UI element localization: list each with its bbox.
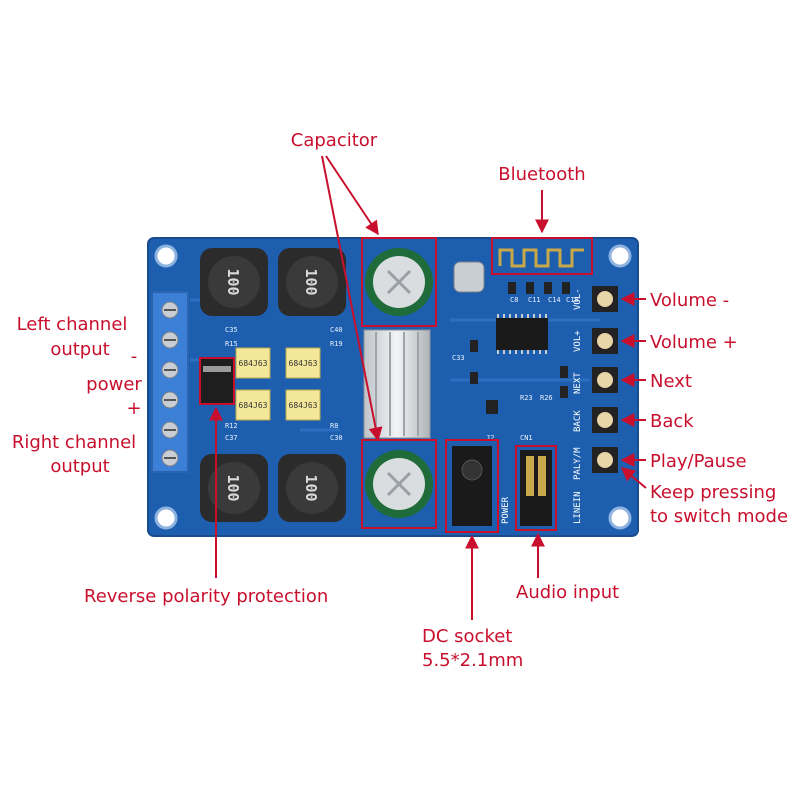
inductor-value: 100 (224, 268, 242, 295)
electrolytic-capacitor-top (361, 237, 437, 327)
ref-designator: C30 (330, 434, 343, 442)
terminal-block (151, 291, 189, 473)
electrolytic-capacitor-bottom (361, 439, 437, 529)
ref-designator: C35 (225, 326, 238, 334)
amplifier-chip (496, 314, 548, 354)
dc-socket (445, 439, 499, 533)
label-right-channel: Right channel (12, 432, 136, 453)
inductor-value: 100 (224, 474, 242, 501)
film-capacitor-value: 684J63 (239, 401, 268, 410)
ref-designator: R19 (330, 340, 343, 348)
label-reverse-polarity: Reverse polarity protection (84, 586, 328, 607)
silk-play: PALY/M (573, 447, 583, 480)
label-play-pause: Play/Pause (650, 451, 747, 472)
mounting-hole (154, 244, 178, 268)
film-capacitor-value: 684J63 (289, 401, 318, 410)
silkscreen-labels: VOL- VOL+ NEXT BACK PALY/M LINEIN POWER (501, 288, 583, 524)
inductor-top-left: 100 (200, 248, 268, 316)
label-left-channel: Left channel (17, 314, 128, 335)
inductor-bottom-left: 100 (200, 454, 268, 522)
label-power-plus: + (126, 398, 141, 419)
mounting-hole (154, 506, 178, 530)
ref-designator: C40 (330, 326, 343, 334)
ref-designator: R12 (225, 422, 238, 430)
label-capacitor: Capacitor (291, 130, 378, 151)
ref-designator: R15 (225, 340, 238, 348)
label-power: power (86, 374, 142, 395)
ref-designator: J2 (486, 434, 494, 442)
label-volume-plus: Volume + (650, 332, 738, 353)
inductor-top-right: 100 (278, 248, 346, 316)
silk-next: NEXT (573, 372, 583, 394)
ref-designator: C14 (548, 296, 561, 304)
label-volume-minus: Volume - (650, 290, 729, 311)
ref-designator: C8 (510, 296, 518, 304)
label-left-channel-output: output (50, 339, 109, 360)
inductor-bottom-right: 100 (278, 454, 346, 522)
crystal-oscillator (453, 261, 485, 293)
label-next: Next (650, 371, 692, 392)
silkscreen-references: C35 C40 R15 R19 R12 R8 C37 C30 C33 C8 C1… (225, 296, 579, 442)
ref-designator: C37 (225, 434, 238, 442)
ref-designator: C11 (528, 296, 541, 304)
ref-designator: R26 (540, 394, 553, 402)
ref-designator: CN1 (520, 434, 533, 442)
silk-linein: LINEIN (573, 491, 583, 524)
inductor-value: 100 (302, 474, 320, 501)
film-capacitors: 684J63 684J63 684J63 684J63 (235, 347, 321, 421)
label-back: Back (650, 411, 694, 432)
ref-designator: R8 (330, 422, 338, 430)
arrow-capacitor-top (325, 155, 379, 236)
mounting-hole (608, 244, 632, 268)
silk-vol-minus: VOL- (573, 288, 583, 310)
button-play-pause[interactable] (592, 447, 618, 473)
label-keep-pressing: Keep pressing (650, 482, 776, 503)
label-power-minus: - (131, 346, 138, 367)
label-dc-socket-size: 5.5*2.1mm (422, 650, 523, 671)
reverse-polarity-diode (199, 357, 235, 405)
button-volume-plus[interactable] (592, 328, 618, 354)
mounting-hole (608, 506, 632, 530)
annotation-arrows (209, 155, 647, 620)
silk-power: POWER (501, 496, 511, 524)
smd-components (470, 282, 570, 414)
audio-jack (515, 445, 557, 531)
label-dc-socket: DC socket (422, 626, 512, 647)
label-bluetooth: Bluetooth (498, 164, 585, 185)
silk-vol-plus: VOL+ (573, 330, 583, 352)
label-right-channel-output: output (50, 456, 109, 477)
ref-designator: R23 (520, 394, 533, 402)
button-next[interactable] (592, 367, 618, 393)
film-capacitor-value: 684J63 (239, 359, 268, 368)
arrow-capacitor-bottom (321, 155, 383, 442)
label-audio-input: Audio input (516, 582, 619, 603)
ref-designator: C33 (452, 354, 465, 362)
bluetooth-antenna (491, 237, 593, 275)
ref-designator: C18 (566, 296, 579, 304)
film-capacitor-value: 684J63 (289, 359, 318, 368)
label-switch-mode: to switch mode (650, 506, 788, 527)
button-volume-minus[interactable] (592, 286, 618, 312)
inductor-value: 100 (302, 268, 320, 295)
arrow-keep-pressing (620, 467, 647, 489)
silk-back: BACK (573, 410, 583, 432)
button-back[interactable] (592, 407, 618, 433)
